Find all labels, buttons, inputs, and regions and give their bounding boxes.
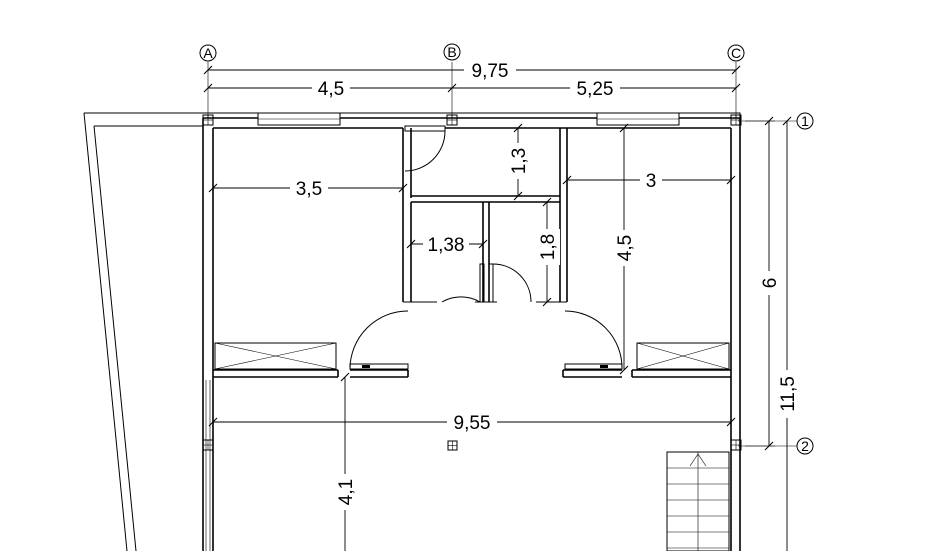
dimension-room-left-width: 3,5 <box>208 177 408 200</box>
dimension-closet-depth: 1,3 <box>506 123 530 201</box>
dimension-total-depth: 11,5 <box>776 116 800 551</box>
dimension-room-right-width: 3 <box>562 169 736 192</box>
dimension-total-width-label: 9,75 <box>472 61 509 82</box>
dimension-right-room-depth: 4,5 <box>612 123 636 375</box>
staircase <box>666 451 730 551</box>
dimension-bay-ab-label: 4,5 <box>318 79 344 100</box>
grid-label-1: 1 <box>801 113 809 129</box>
window-top-left <box>257 112 341 126</box>
dimension-room-right-width-label: 3 <box>646 171 657 192</box>
structural-columns <box>202 114 742 451</box>
dimension-wc-depth: 1,8 <box>536 197 560 307</box>
door-hall-left <box>349 310 409 370</box>
door-wc-right <box>488 263 532 303</box>
dimension-axis-1-2: 6 <box>745 116 782 451</box>
grid-axis-a: A <box>199 44 217 118</box>
grid-label-a: A <box>203 45 213 61</box>
dimension-wc-width: 1,38 <box>406 233 488 256</box>
grid-label-c: C <box>731 45 741 61</box>
grid-axis-b: B <box>443 43 461 118</box>
door-left-room <box>404 125 446 172</box>
wardrobe-right <box>636 342 730 370</box>
walls <box>202 117 741 551</box>
dimension-total-depth-label: 11,5 <box>778 376 799 412</box>
door-hall-right <box>564 310 623 370</box>
dimension-axis-1-2-label: 6 <box>760 278 781 289</box>
dimension-bay-ab: 4,5 <box>203 78 457 100</box>
dimension-hall-depth: 4,1 <box>333 372 357 551</box>
door-wc-left <box>441 263 485 303</box>
dimension-right-room-depth-label: 4,5 <box>615 235 636 261</box>
dimension-bay-bc: 5,25 <box>452 78 741 100</box>
grid-label-b: B <box>447 44 456 60</box>
dimension-closet-depth-label: 1,3 <box>509 148 530 174</box>
dimension-hall-width-label: 9,55 <box>454 413 491 434</box>
dimension-hall-depth-label: 4,1 <box>336 479 357 505</box>
wardrobe-left <box>214 342 337 370</box>
dimension-wc-width-label: 1,38 <box>428 235 465 256</box>
dimension-wc-depth-label: 1,8 <box>538 234 559 260</box>
grid-label-2: 2 <box>801 438 809 454</box>
grid-axis-c: C <box>727 44 745 118</box>
dimension-total-width: 9,75 <box>203 60 741 82</box>
dimension-hall-width: 9,55 <box>208 411 736 434</box>
dimension-bay-bc-label: 5,25 <box>577 79 614 100</box>
window-top-right <box>596 112 680 126</box>
dimension-room-left-width-label: 3,5 <box>296 179 322 200</box>
